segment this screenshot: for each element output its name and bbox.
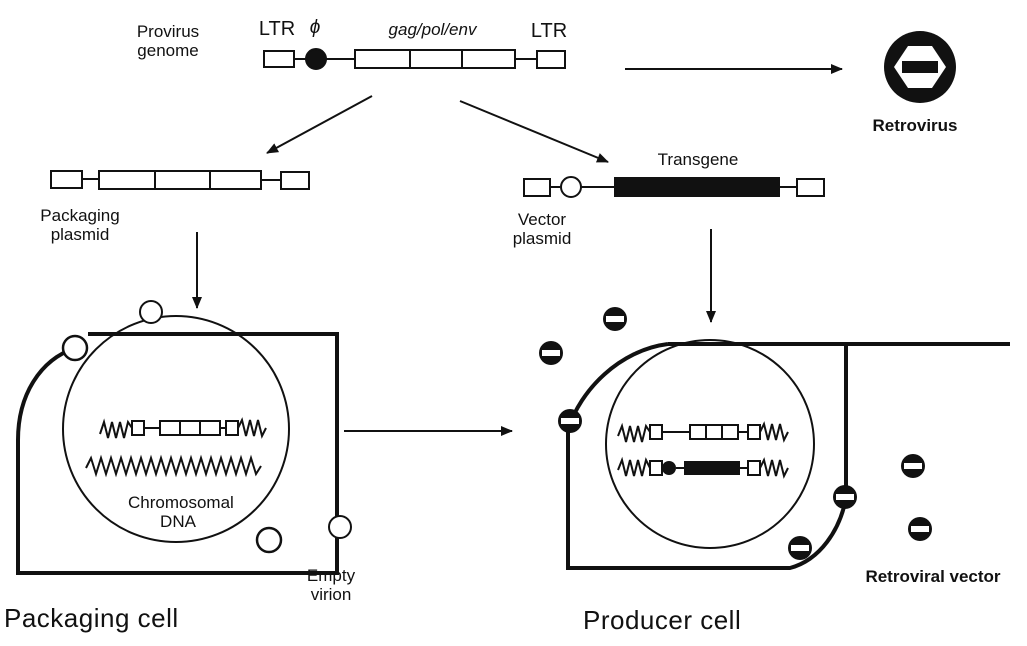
vector-plasmid-construct bbox=[523, 176, 825, 198]
packaging-cell bbox=[16, 300, 352, 575]
empty-virion-line2: virion bbox=[310, 585, 352, 604]
chromosomal-line1: Chromosomal bbox=[128, 493, 234, 512]
packaging-plasmid-construct bbox=[50, 170, 310, 190]
provirus-label-line1: Provirus bbox=[136, 22, 200, 41]
provirus-label-line2: genome bbox=[137, 41, 199, 60]
packaging-plasmid-label: Packaging plasmid bbox=[40, 206, 120, 244]
vector-plasmid-line1: Vector bbox=[517, 210, 567, 229]
chromosomal-dna-label: Chromosomal DNA bbox=[128, 493, 234, 531]
chromosomal-line2: DNA bbox=[160, 512, 196, 531]
retroviral-vector-label: Retroviral vector bbox=[865, 567, 1001, 586]
gag-pol-env-label: gag/pol/env bbox=[388, 20, 477, 39]
provirus-genome-label: Provirus genome bbox=[128, 22, 208, 60]
vector-plasmid-label: Vector plasmid bbox=[502, 210, 582, 248]
vector-plasmid-line2: plasmid bbox=[512, 229, 572, 248]
retrovirus-particle bbox=[884, 31, 956, 103]
producer-cell-label: Producer cell bbox=[583, 605, 742, 635]
ltr-right-label: LTR bbox=[530, 20, 568, 42]
packaging-cell-label: Packaging cell bbox=[4, 603, 179, 633]
packaging-plasmid-line2: plasmid bbox=[50, 225, 110, 244]
producer-cell bbox=[566, 339, 1010, 570]
flow-arrows bbox=[192, 64, 843, 436]
retrovirus-label: Retrovirus bbox=[872, 116, 958, 135]
provirus-genome-construct bbox=[263, 48, 566, 70]
empty-virion-line1: Empty bbox=[306, 566, 356, 585]
psi-label: ϕ bbox=[309, 17, 321, 38]
retroviral-vector-particles bbox=[539, 307, 932, 560]
ltr-left-label: LTR bbox=[258, 18, 296, 40]
empty-virion-label: Empty virion bbox=[296, 566, 366, 604]
packaging-plasmid-line1: Packaging bbox=[40, 206, 120, 225]
transgene-label: Transgene bbox=[657, 150, 739, 169]
